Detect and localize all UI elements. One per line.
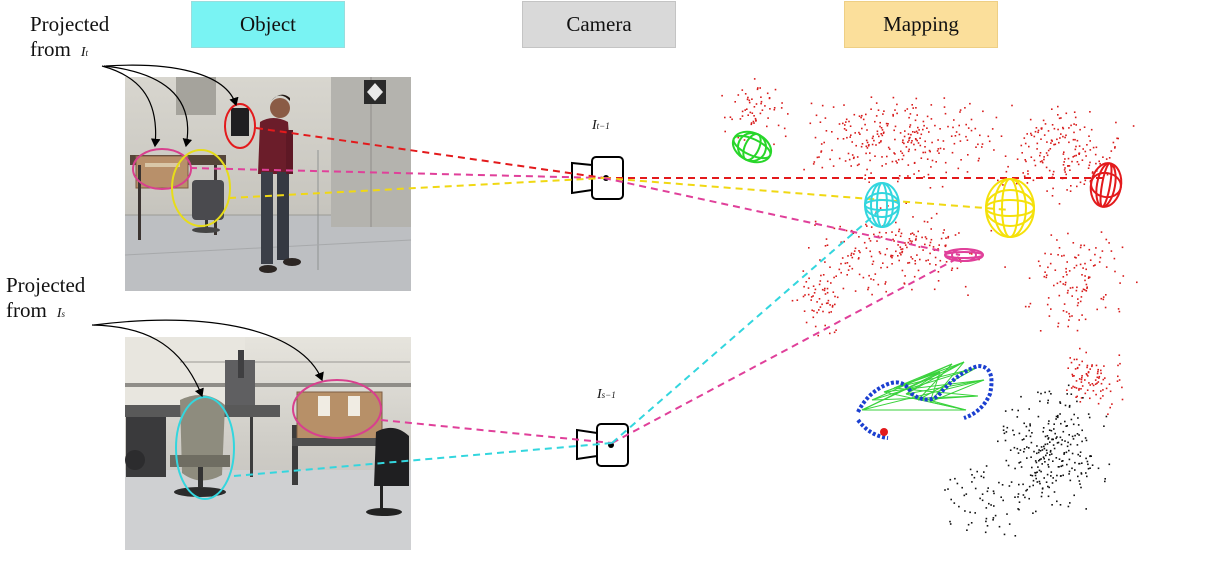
red-ellipsoid <box>1089 162 1123 208</box>
association-lines <box>189 127 1106 477</box>
projection-arrows <box>91 64 324 398</box>
photo-bottom <box>125 337 411 550</box>
caption-line1: Projected <box>30 12 110 36</box>
photo-top <box>124 77 412 291</box>
camera-label-bottom: Is−1 <box>597 387 616 402</box>
caption-subscript: s <box>61 309 66 319</box>
magenta-object-ellipse-2 <box>292 379 382 439</box>
caption-line1: Projected <box>6 273 86 297</box>
object-header: Object <box>191 1 345 48</box>
camera-trajectory <box>856 361 994 440</box>
red-object-ellipse <box>224 103 256 149</box>
point-cloud <box>721 78 1138 537</box>
cyan-ellipsoid <box>864 182 900 228</box>
caption-line2: from <box>30 37 71 61</box>
yellow-ellipsoid <box>985 178 1035 238</box>
chair <box>170 395 230 497</box>
caption-projected-from-it: Projected from It <box>30 12 109 66</box>
yellow-object-ellipse <box>171 149 231 227</box>
cyan-object-ellipse <box>175 396 235 500</box>
caption-line2: from <box>6 298 47 322</box>
caption-subscript: t <box>85 48 89 58</box>
caption-symbol: I <box>80 45 86 60</box>
green-ellipsoid <box>731 130 773 164</box>
ellipsoids <box>731 130 1123 262</box>
caption-symbol: I <box>56 306 62 321</box>
magenta-ellipsoid <box>944 248 984 262</box>
caption-projected-from-is: Projected from Is <box>6 273 85 327</box>
camera-header: Camera <box>522 1 676 48</box>
mapping-header: Mapping <box>844 1 998 48</box>
camera-label-top: It−1 <box>592 118 610 133</box>
camera-icon-bottom <box>576 423 629 467</box>
